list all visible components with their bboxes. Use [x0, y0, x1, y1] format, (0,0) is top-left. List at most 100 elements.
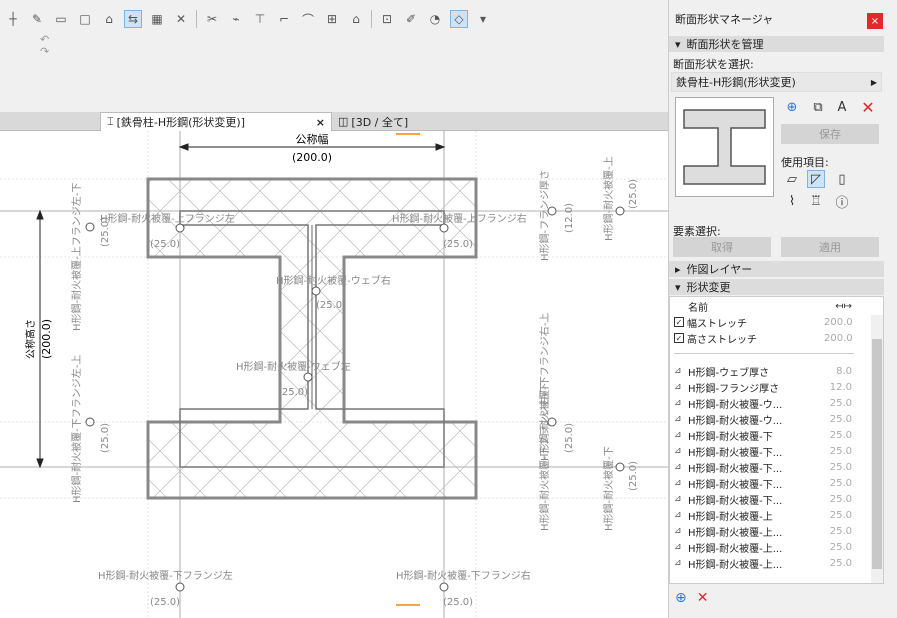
tab-profile[interactable]: ⌶ [鉄骨柱-H形鋼(形状変更)] ×	[100, 112, 332, 131]
checkbox-icon[interactable]: ✓	[674, 333, 684, 343]
handle-node[interactable]	[547, 417, 557, 427]
shape-icon[interactable]: ◇	[450, 10, 468, 28]
value-25: (25.0)	[316, 300, 346, 311]
redo-icon[interactable]: ↷	[40, 45, 50, 58]
table-icon[interactable]: ▦	[151, 12, 163, 26]
list-item[interactable]: ⊿H形鋼-耐火被覆-下...25.0	[674, 443, 854, 459]
usage-label: 使用項目:	[781, 156, 829, 169]
value-v-25: (25.0)	[100, 217, 111, 247]
row-value: 200.0	[824, 316, 853, 328]
delete-icon[interactable]: ✕	[861, 97, 875, 117]
railing-usage-icon[interactable]: ⌇	[788, 193, 796, 209]
handle-node[interactable]	[615, 462, 625, 472]
section-layer-label: 作図レイヤー	[686, 263, 753, 276]
tab-close-icon[interactable]: ×	[315, 115, 325, 129]
add-offset-icon[interactable]: ⊕	[675, 590, 687, 606]
fillet-icon[interactable]: ⌒	[301, 12, 314, 27]
row-value: 25.0	[829, 397, 852, 409]
undo-redo[interactable]: ↶↷	[40, 34, 49, 58]
label-v-right-bottom: H形鋼-耐火被覆-下	[602, 446, 615, 531]
handle-node[interactable]	[175, 582, 185, 592]
label-flange-top-left: H形鋼-耐火被覆-上フランジ左	[100, 212, 235, 225]
label-v-left-bottom: H形鋼-耐火被覆-下フランジ左-上	[70, 355, 83, 503]
offset-icon: ⊿	[674, 526, 682, 536]
scissors-icon[interactable]: ✂	[206, 12, 218, 26]
handles[interactable]	[85, 206, 625, 592]
column-usage-icon[interactable]: ▯	[838, 171, 846, 187]
handle-node[interactable]	[615, 206, 625, 216]
remove-offset-icon[interactable]: ✕	[696, 590, 709, 606]
list-item[interactable]: ⊿H形鋼-耐火被覆-下...25.0	[674, 491, 854, 507]
handle-node[interactable]	[311, 286, 321, 296]
stamp-icon[interactable]: ◔	[429, 12, 441, 26]
wall-usage-icon[interactable]: ▱	[787, 171, 797, 187]
offset-tool-icon[interactable]: ⇆	[124, 10, 142, 28]
tab-3d[interactable]: ◫ [3D / 全て]	[332, 112, 442, 131]
rename-icon[interactable]: A	[837, 99, 847, 115]
list-item[interactable]: ⊿H形鋼-耐火被覆-上...25.0	[674, 539, 854, 555]
cross-icon[interactable]: ✕	[175, 12, 187, 26]
panel-close-button[interactable]: ×	[867, 13, 883, 29]
crosshair-icon[interactable]: ┼	[9, 12, 17, 26]
transform-icon[interactable]: ⊡	[381, 12, 393, 26]
preview-h-shape	[683, 109, 766, 185]
handle-node[interactable]	[439, 223, 449, 233]
list-item[interactable]: ⊿H形鋼-耐火被覆-下...25.0	[674, 459, 854, 475]
section-manage[interactable]: ▾断面形状を管理	[669, 36, 884, 52]
handrail-usage-icon[interactable]: ♖	[810, 193, 822, 209]
apply-button[interactable]: 適用	[781, 237, 879, 257]
list-item[interactable]: ⊿H形鋼-耐火被覆-上...25.0	[674, 523, 854, 539]
duplicate-icon[interactable]: ⧉	[813, 99, 823, 115]
trim-icon[interactable]: ⌁	[232, 12, 240, 26]
row-label: H形鋼-耐火被覆-下...	[688, 479, 783, 491]
corner-icon[interactable]: ⌐	[278, 12, 290, 26]
row-value: 25.0	[829, 413, 852, 425]
scrollbar-thumb[interactable]	[872, 339, 882, 569]
value-25: (25.0)	[443, 597, 473, 608]
save-button[interactable]: 保存	[781, 124, 879, 144]
row-label: H形鋼-耐火被覆-下...	[688, 495, 783, 507]
handle-node[interactable]	[175, 223, 185, 233]
grid-icon[interactable]: ⊞	[326, 12, 338, 26]
value-v-12: (12.0)	[564, 203, 575, 233]
left-dim-arrows	[36, 209, 44, 469]
house-icon[interactable]: ⌂	[352, 12, 360, 26]
rectangle-icon[interactable]: □	[79, 12, 91, 26]
list-item[interactable]: ⊿H形鋼-耐火被覆-下...25.0	[674, 475, 854, 491]
info-icon[interactable]: ⓘ	[835, 195, 849, 211]
dropdown-arrow-icon[interactable]: ▾	[479, 12, 487, 26]
add-profile-icon[interactable]: ⊕	[786, 99, 798, 115]
extend-icon[interactable]: ⊤	[254, 12, 266, 26]
profile-select[interactable]: 鉄骨柱-H形鋼(形状変更)▶	[671, 72, 882, 92]
list-scrollbar[interactable]	[871, 315, 883, 583]
checkbox-icon[interactable]: ✓	[674, 317, 684, 327]
section-modify[interactable]: ▾形状変更	[669, 279, 884, 295]
list-item[interactable]: ⊿H形鋼-耐火被覆-上...25.0	[674, 555, 854, 571]
list-item[interactable]: ⊿H形鋼-耐火被覆-ウ...25.0	[674, 411, 854, 427]
row-label: H形鋼-耐火被覆-下	[688, 431, 773, 443]
section-layer[interactable]: ▸作図レイヤー	[669, 261, 884, 277]
handle-node[interactable]	[85, 222, 95, 232]
handle-node[interactable]	[547, 206, 557, 216]
get-button[interactable]: 取得	[673, 237, 771, 257]
undo-icon[interactable]: ↶	[40, 33, 50, 46]
beam-usage-icon[interactable]: ◸	[807, 170, 825, 188]
pencil-icon[interactable]: ✎	[31, 12, 43, 26]
drawing-canvas[interactable]: 公称幅 (200.0) 公称高さ (200.0) H形鋼-耐火被覆-上フランジ左…	[0, 131, 668, 618]
eraser-icon[interactable]: ▭	[55, 12, 67, 26]
brush-icon[interactable]: ✐	[405, 12, 417, 26]
toolbar-divider	[371, 10, 372, 28]
handle-node[interactable]	[85, 417, 95, 427]
fill-icon[interactable]: ⌂	[105, 12, 113, 26]
handle-node[interactable]	[303, 372, 313, 382]
handle-node[interactable]	[439, 582, 449, 592]
profile-drawing[interactable]: 公称幅 (200.0) 公称高さ (200.0) H形鋼-耐火被覆-上フランジ左…	[0, 131, 668, 618]
list-item[interactable]: ⊿H形鋼-耐火被覆-ウ...25.0	[674, 395, 854, 411]
